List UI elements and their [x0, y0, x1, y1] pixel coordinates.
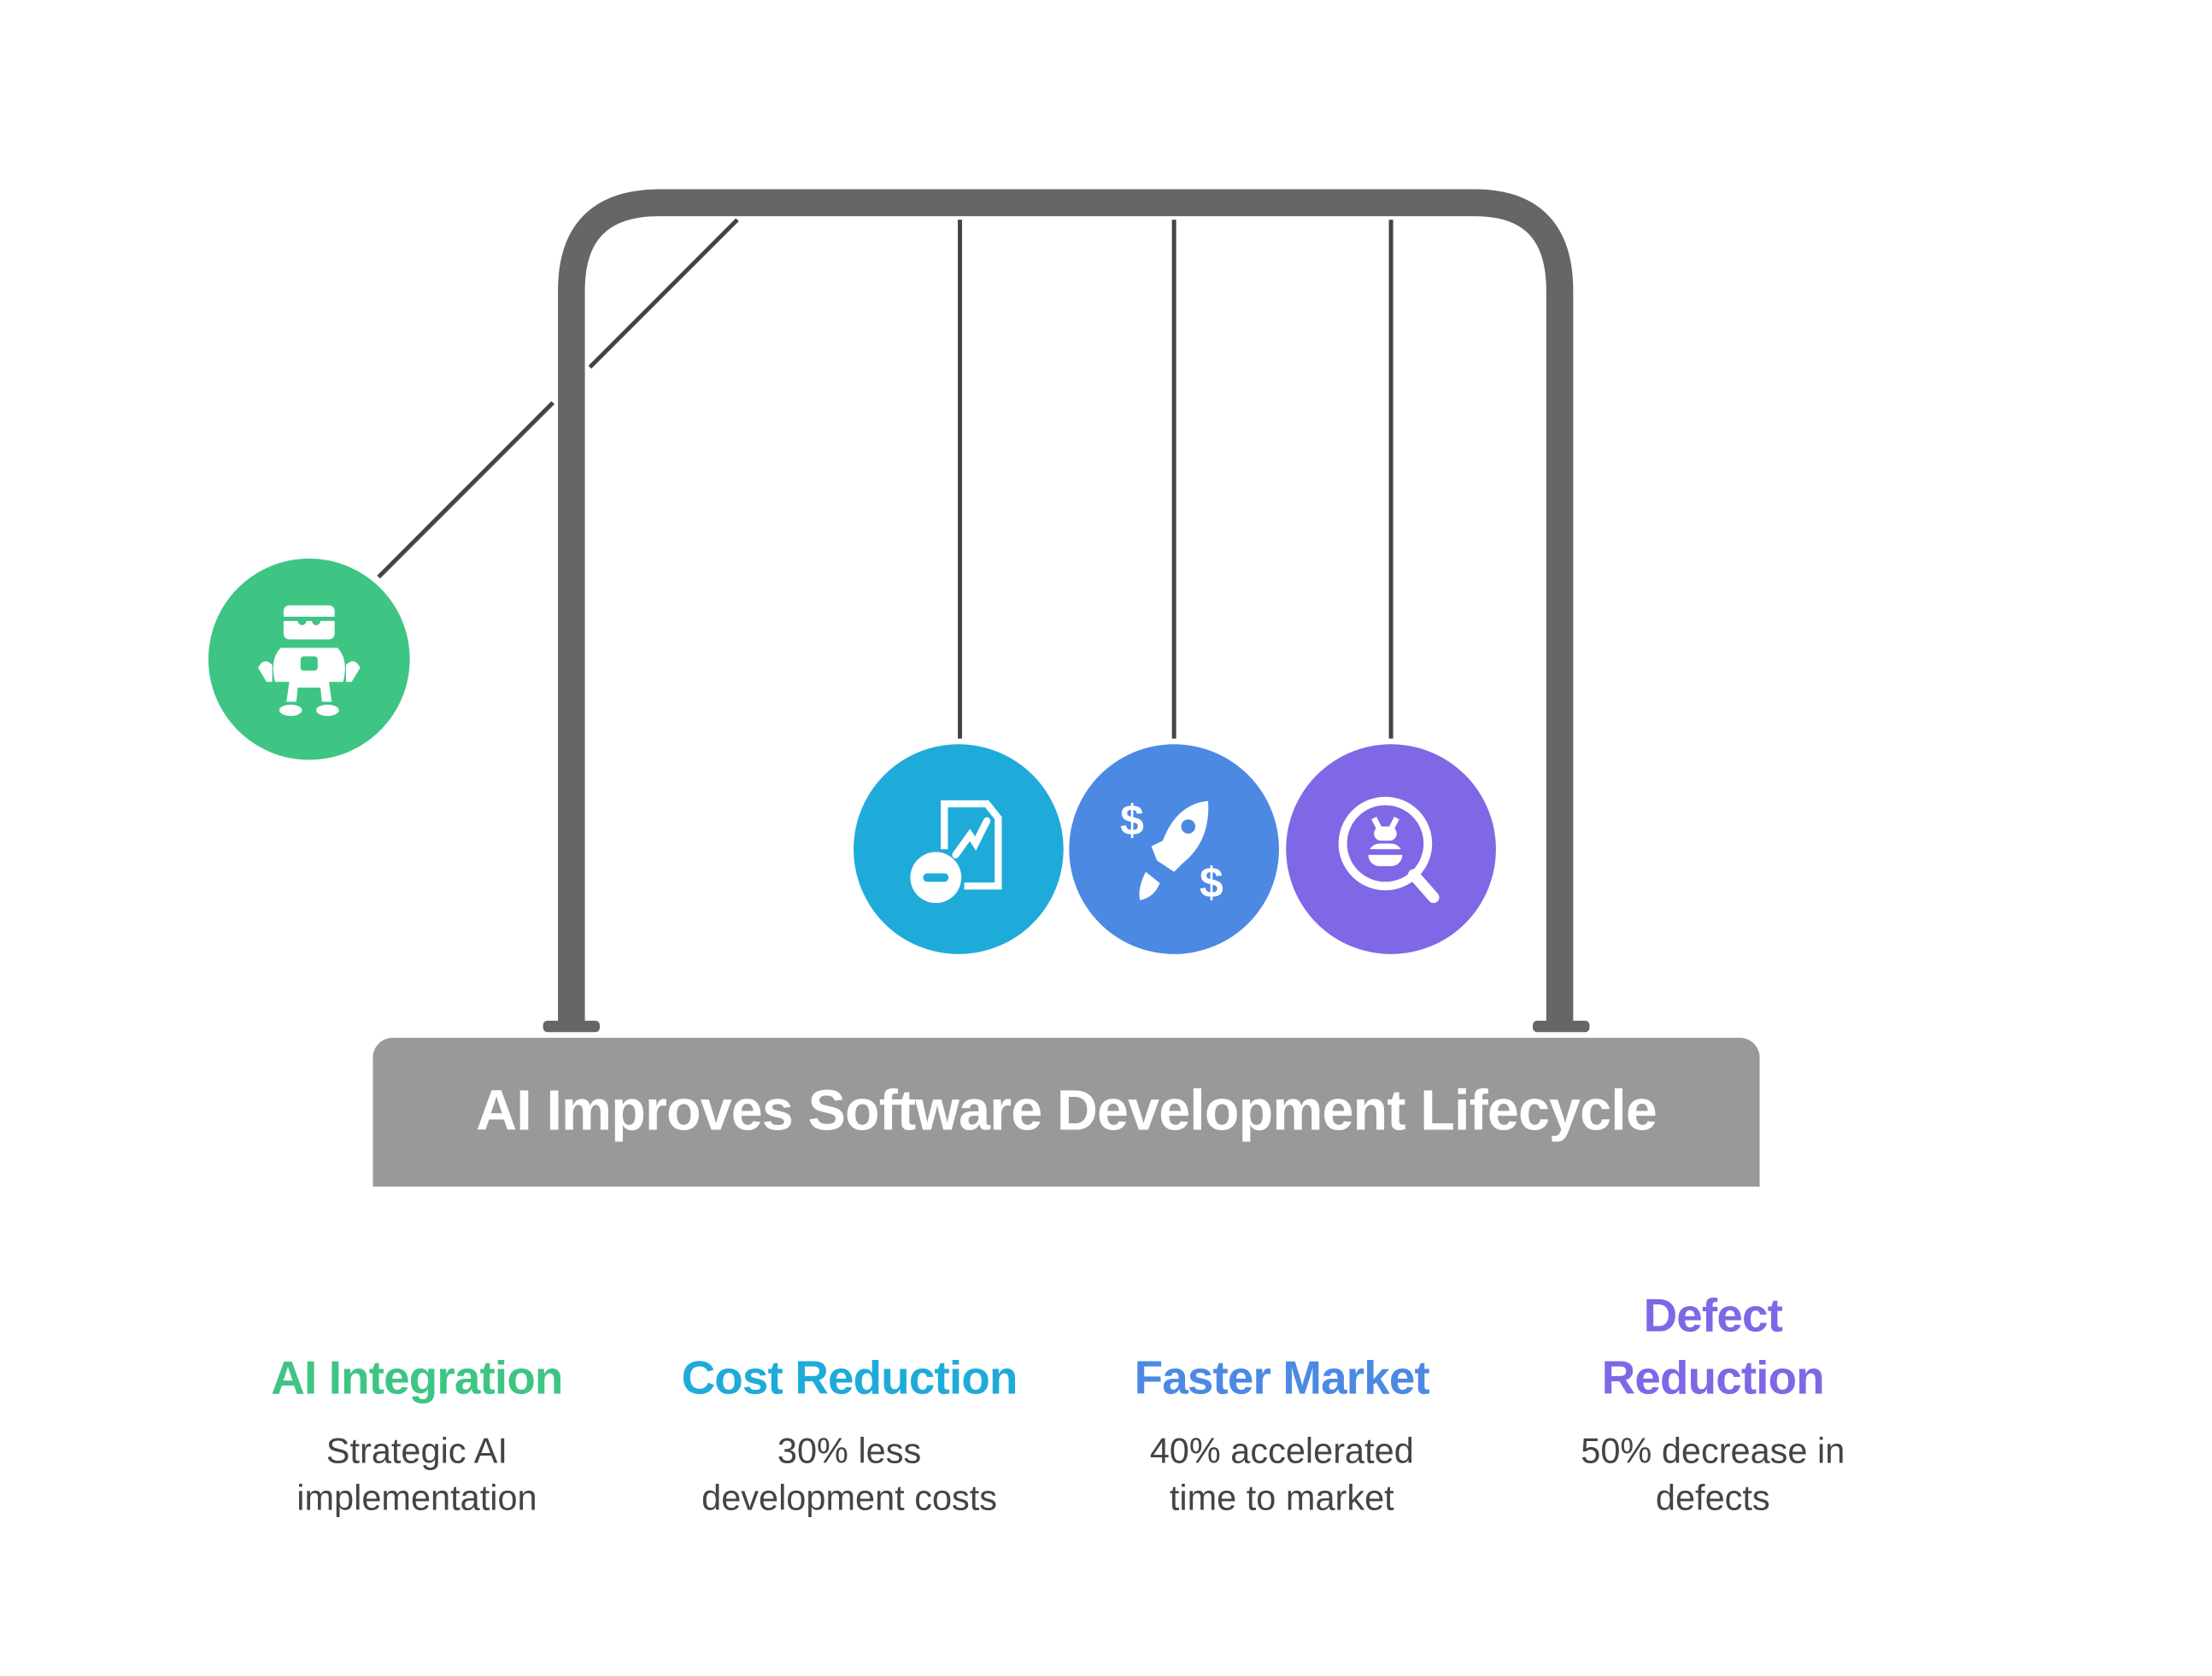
rocket-dollar-icon: $ $: [1120, 797, 1223, 907]
right-foot: [1533, 1020, 1590, 1033]
ball-cost-reduction: [854, 744, 1064, 954]
item-heading: Faster Market: [1134, 1351, 1430, 1404]
ball-defect-reduction: [1286, 744, 1496, 954]
svg-text:$: $: [1200, 859, 1223, 907]
cost-chart-minus-icon: [910, 800, 1002, 904]
svg-text:$: $: [1120, 797, 1144, 845]
bug-search-icon: [1338, 796, 1440, 904]
left-foot: [543, 1020, 601, 1033]
item-heading: Cost Reduction: [681, 1351, 1018, 1404]
diagram-title: AI Improves Software Development Lifecyc…: [476, 1080, 1658, 1143]
string-1-lower: [377, 401, 555, 579]
string-1-upper: [588, 218, 739, 369]
ball-faster-market: $ $: [1069, 744, 1279, 954]
robot-icon: [258, 605, 361, 717]
ball-ai-integration: [208, 558, 410, 760]
title-base: AI Improves Software Development Lifecyc…: [373, 1037, 1760, 1187]
item-heading: AI Integration: [271, 1351, 563, 1404]
frame-bar: [558, 189, 1574, 1024]
